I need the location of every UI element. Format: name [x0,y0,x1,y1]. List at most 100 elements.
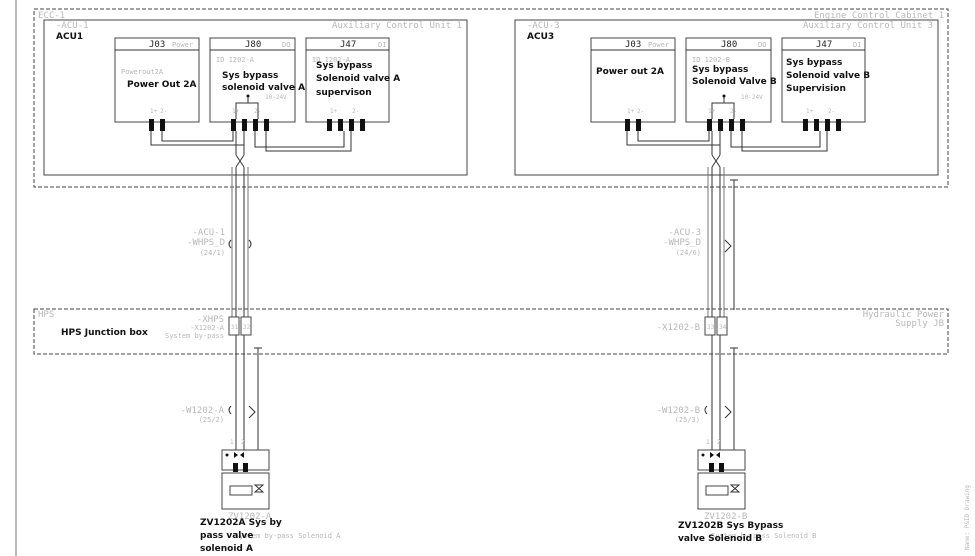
valve-a-cable-id: -W1202-A [181,406,225,416]
valve-b-label2: valve Solenoid B [678,534,762,544]
acu1-j80-pin1: 1+ [232,108,240,115]
acu3-j80-label1: Sys bypass [692,65,748,75]
valve-a-pin1: 1 [230,439,234,446]
valve-a-tag: ZV1202-A [228,512,272,522]
valve-a-cable-ref: (25/2) [199,416,224,424]
acu1-j47-label1: Sys bypass [316,61,372,71]
acu3-name: ACU3 [527,32,554,42]
cable-a-name: -WHPS_D [187,238,225,248]
acu3-j80-label2: Solenoid Valve B [692,77,777,87]
hps-junction-box: HPS HPS Junction box Hydraulic Power Sup… [33,308,949,355]
valve-a-valve-icon [253,484,265,493]
cable-a-ref: (24/1) [200,249,225,257]
acu1-j47-kind: DI [378,41,386,49]
valve-b-cable-ref: (25/3) [675,416,700,424]
acu1-j03-module [114,37,200,123]
acu3-j47-label1: Sys bypass [786,58,842,68]
hps-term-a-id: -X1202-A [190,324,225,332]
acu3-j03-module [590,37,676,123]
valve-a-solenoid: ZV1202-A System by-pass Solenoid A ZV120… [200,449,341,554]
valve-a-cable: -W1202-A (25/2) 1 2 [181,347,262,462]
terminal-a-1-label: 31 [231,324,239,331]
acu3-j80-volt: 10-24V [741,94,763,101]
acu3-unit: -ACU-3 Auxiliary Control Unit 3 ACU3 J03… [514,19,939,176]
acu3-j80-module [685,37,772,123]
ecc-boundary [33,8,949,188]
acu1-tag: -ACU-1 [56,21,89,31]
hps-desc1: Hydraulic Power [863,310,945,320]
valve-b-cable: -W1202-B (25/3) 1 2 [657,347,738,462]
acu1-j80-code: J80 [245,40,261,50]
acu1-unit: -ACU-1 Auxiliary Control Unit 1 ACU1 J03… [43,19,468,176]
valve-a-label2: pass valve [200,531,253,541]
acu3-j03-code: J03 [625,40,641,50]
acu3-j80-code: J80 [721,40,737,50]
terminal-a-1 [228,316,240,336]
acu3-wiring [626,131,828,168]
acu1-j47-pin2: 2- [352,108,359,115]
acu1-connectors [149,119,365,131]
acu1-j03-label: Power Out 2A [127,80,197,90]
acu1-j03-pin1: 1+ [150,108,158,115]
terminal-b-1 [704,316,716,336]
acu3-j03-pin1: 1+ [627,108,635,115]
side-note: Name: P&ID Drawing [964,485,971,550]
acu3-connectors [625,119,841,131]
terminal-b-2 [716,316,728,336]
acu3-j47-label3: Supervision [786,84,846,94]
acu3-j47-code: J47 [816,40,832,50]
acu1-j80-label2: solenoid valve A [222,83,305,93]
acu3-tag: -ACU-3 [527,21,560,31]
cable-b-tag: -ACU-3 [668,228,701,238]
ecc-title: Engine Control Cabinet 1 [814,11,944,21]
valve-a-pin2: 2 [241,439,245,446]
hps-term-a-desc: System by-pass [165,332,224,340]
acu1-j47-label3: supervison [316,88,372,98]
valve-a-label3: solenoid A [200,544,253,554]
valve-b-tag: ZV1202-B [704,512,747,522]
acu3-j80-pin2: 2- [730,108,737,115]
ecc-tag: ECC-1 [38,11,65,21]
acu1-j47-gray: ID 1202-A [312,56,351,64]
hps-desc2: Supply JB [895,319,944,329]
valve-b-gray: System by-pass Solenoid B [711,532,816,540]
acu1-name: ACU1 [56,32,83,42]
acu3-j47-label2: Solenoid valve B [786,71,870,81]
acu1-j47-pin1: 1+ [330,108,338,115]
hps-term-b-id: -X1202-B [657,323,700,333]
acu1-j80-volt: 10-24V [265,94,287,101]
acu3-j47-pin2: 2- [828,108,835,115]
hps-tag: HPS [38,310,54,320]
terminal-a-2 [240,316,252,336]
cable-b-name: -WHPS_D [663,238,701,248]
cable-b-run: -ACU-3 -WHPS_D (24/6) [663,167,738,472]
valve-b-cable-id: -W1202-B [657,406,700,416]
acu1-j47-label2: Solenoid valve A [316,74,400,84]
acu3-j03-pin2: 2- [637,108,644,115]
acu1-j03-pin2: 2- [160,108,167,115]
acu1-j03-kind: Power [172,41,193,49]
acu1-j03-code: J03 [149,40,165,50]
acu3-j47-pin1: 1+ [806,108,814,115]
acu1-j80-module [209,37,296,123]
valve-b-solenoid: ZV1202-B System by-pass Solenoid B ZV120… [678,449,816,544]
hps-boundary [33,308,949,355]
hps-name: HPS Junction box [61,328,148,338]
valve-a-gray: System by-pass Solenoid A [235,532,341,540]
valve-a-label1: ZV1202A Sys by [200,518,282,528]
acu3-j03-label: Power out 2A [596,67,664,77]
valve-b-valve-icon [729,484,741,493]
valve-b-coil-icon [705,485,729,496]
acu1-j80-gray: ID 1202-A [216,56,255,64]
valve-b-pin2: 2 [717,439,721,446]
valve-b-pin1: 1 [706,439,710,446]
acu3-j03-kind: Power [648,41,669,49]
acu3-j47-module [781,37,866,123]
acu3-desc: Auxiliary Control Unit 3 [803,21,933,31]
acu3-j80-gray: ID 1202-B [692,56,730,64]
acu3-j80-kind: DO [758,41,766,49]
acu1-wiring [150,131,352,168]
acu1-j03-gray: Powerout2A [121,68,164,76]
acu1-desc: Auxiliary Control Unit 1 [332,21,462,31]
